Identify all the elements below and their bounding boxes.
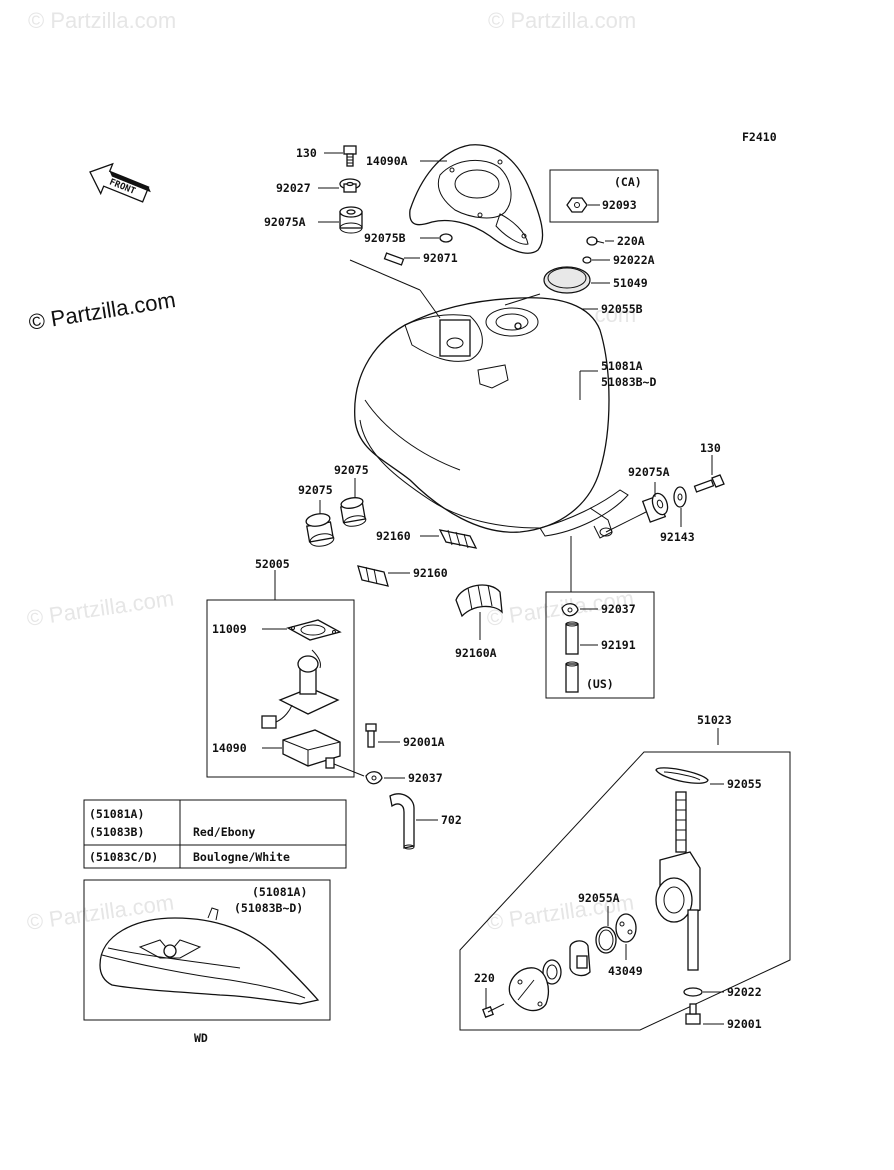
callout-702: 702 — [441, 813, 462, 827]
gasket-43049 — [615, 913, 637, 943]
callout-11009: 11009 — [212, 622, 247, 636]
clamp-92037-low — [365, 771, 383, 785]
callout-92055b: 92055B — [601, 302, 643, 316]
fuel-gauge-box — [206, 599, 355, 778]
callout-92027: 92027 — [276, 181, 311, 195]
hose-92191 — [565, 621, 579, 693]
color-table: (51081A) (51083B) Red/Ebony (51083C/D) B… — [83, 799, 347, 869]
callout-92055a: 92055A — [578, 891, 620, 905]
gasket-92055 — [655, 767, 709, 784]
screw-92001a — [365, 723, 377, 748]
callout-92075a: 92075A — [264, 215, 306, 229]
washer-92143 — [673, 486, 687, 508]
color-table-color: Boulogne/White — [193, 850, 290, 864]
callout-92191: 92191 — [601, 638, 636, 652]
callout-92037-us: 92037 — [601, 602, 636, 616]
callout-220: 220 — [474, 971, 495, 985]
wd-inset: (51081A) (51083B~D) WD — [83, 879, 331, 1045]
callout-14090: 14090 — [212, 741, 247, 755]
fuel-tank-51081a — [354, 289, 629, 539]
callout-92022a: 92022A — [613, 253, 655, 267]
clamp-92037-us — [561, 603, 579, 617]
callout-130: 130 — [296, 146, 317, 160]
callout-92143: 92143 — [660, 530, 695, 544]
washer-92075b — [439, 233, 453, 243]
callout-92001a: 92001A — [403, 735, 445, 749]
screw-220a — [586, 236, 605, 246]
screw-220 — [482, 1003, 505, 1018]
callout-92037-low: 92037 — [408, 771, 443, 785]
inset-code: (51083B~D) — [234, 901, 303, 915]
watermark: © Partzilla.com — [25, 586, 175, 631]
damper-92075-b — [340, 497, 367, 527]
color-table-code: (51083C/D) — [89, 850, 158, 864]
us-label: (US) — [586, 677, 614, 691]
callout-92075a-right: 92075A — [628, 465, 670, 479]
callout-92055: 92055 — [727, 777, 762, 791]
washer-92022a — [582, 256, 592, 264]
cushion-92160-b — [357, 565, 389, 587]
front-arrow-icon: FRONT — [89, 162, 151, 203]
damper-92075-a — [305, 513, 335, 547]
callout-92075-a: 92075 — [298, 483, 333, 497]
color-table-code: (51083B) — [89, 825, 144, 839]
callout-92160-a: 92160 — [376, 529, 411, 543]
inset-code: (51081A) — [252, 885, 307, 899]
callout-92160-b: 92160 — [413, 566, 448, 580]
fuel-gauge-unit — [261, 649, 340, 729]
color-table-code: (51081A) — [89, 807, 144, 821]
callout-51083b-d: 51083B~D — [601, 375, 656, 389]
gasket-11009 — [286, 619, 342, 641]
callout-51023: 51023 — [697, 713, 732, 727]
callout-92001: 92001 — [727, 1017, 762, 1031]
cushion-92160a — [455, 584, 503, 618]
inset-caption: WD — [194, 1031, 208, 1045]
us-box — [545, 591, 655, 699]
callout-92022: 92022 — [727, 985, 762, 999]
bolt-92001 — [685, 1003, 701, 1025]
cushion-92160-a — [438, 529, 478, 549]
bolt-130 — [343, 145, 357, 167]
hose-702 — [389, 793, 415, 850]
fuel-tap-box — [459, 751, 791, 1031]
damper-92075a — [339, 206, 363, 234]
callout-92075-b: 92075 — [334, 463, 369, 477]
tank-cover-14090a — [409, 144, 544, 254]
damper-92075a-right — [641, 492, 669, 523]
callout-92160a: 92160A — [455, 646, 497, 660]
callout-92071: 92071 — [423, 251, 458, 265]
callout-92093: 92093 — [602, 198, 637, 212]
callout-51049: 51049 — [613, 276, 648, 290]
watermark: © Partzilla.com — [488, 8, 636, 33]
oring-92055a — [595, 926, 617, 954]
callout-14090a: 14090A — [366, 154, 408, 168]
lever-assembly — [542, 940, 591, 985]
callout-130-right: 130 — [700, 441, 721, 455]
watermark: © Partzilla.com — [28, 8, 176, 33]
ca-label: (CA) — [614, 175, 642, 189]
fuel-tap-body — [655, 791, 701, 971]
diagram-code: F2410 — [742, 130, 777, 144]
bolt-130-right — [693, 474, 725, 493]
pin-92071 — [383, 252, 405, 266]
callout-220a: 220A — [617, 234, 645, 248]
washer-92027 — [339, 178, 361, 193]
callout-52005: 52005 — [255, 557, 290, 571]
callout-51081a: 51081A — [601, 359, 643, 373]
washer-92022 — [683, 987, 703, 997]
partzilla-credit: © Partzilla.com — [27, 287, 177, 335]
callout-43049: 43049 — [608, 964, 643, 978]
cap-51049 — [543, 266, 591, 294]
callout-92075b: 92075B — [364, 231, 406, 245]
color-table-color: Red/Ebony — [193, 825, 255, 839]
ca-box: (CA) 92093 — [549, 169, 659, 223]
housing-14090 — [282, 729, 341, 769]
cover-plate — [508, 967, 549, 1012]
